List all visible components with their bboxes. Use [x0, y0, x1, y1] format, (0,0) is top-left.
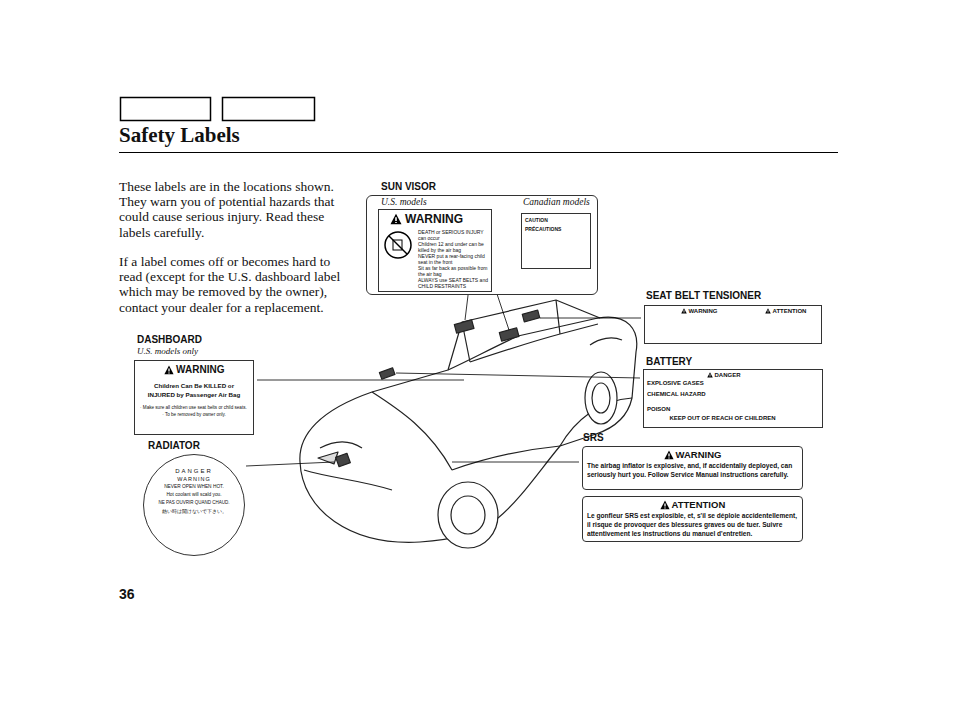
label-text: CAUTION [525, 217, 587, 224]
label-text: SEAT BELT TENSIONER [646, 290, 761, 301]
label-text: 熱い時は開けないで下さい。 [154, 507, 234, 516]
label-text: U.S. models only [137, 346, 198, 356]
label-text: ATTENTION [765, 308, 806, 314]
label-text: DANGER [154, 467, 234, 475]
label-text: WARNING [154, 475, 234, 483]
label-text: Sit as far back as possible from the air… [418, 265, 488, 277]
sun-visor-panel: SUN VISORU.S. modelsCanadian modelsWARNI… [366, 195, 598, 295]
label-text: DEATH or SERIOUS INJURY can occur [418, 229, 488, 241]
label-text: WARNING [164, 363, 225, 376]
body-paragraph: If a label comes off or becomes hard to … [119, 254, 347, 315]
tab-box [223, 98, 315, 121]
label-text: NEVER OPEN WHEN HOT. [154, 483, 234, 491]
label-text: Hot coolant will scald you. [154, 491, 234, 499]
label-text: SUN VISOR [381, 181, 436, 192]
srs-warning-label: SRSWARNINGThe airbag inflator is explosi… [582, 446, 803, 490]
tensioner-label: SEAT BELT TENSIONERWARNINGATTENTION [644, 305, 822, 344]
radiator-cap-label: RADIATORDANGERWARNINGNEVER OPEN WHEN HOT… [143, 454, 245, 556]
label-text: · To be removed by owner only. [140, 411, 248, 418]
label-text: POISON [647, 405, 798, 414]
rule-line [119, 152, 838, 153]
warning-label: WARNING DEATH or SERIOUS INJURY can occur… [378, 209, 492, 292]
page-title: Safety Labels [119, 123, 240, 148]
label-text: ATTENTION [660, 499, 726, 511]
label-text: U.S. models [381, 197, 427, 207]
battery-label: BATTERYDANGEREXPLOSIVE GASESCHEMICAL HAZ… [643, 369, 823, 428]
label-text: Children 12 and under can be killed by t… [418, 241, 488, 253]
tab-box [121, 98, 211, 121]
page-number: 36 [119, 586, 135, 602]
label-text: KEEP OUT OF REACH OF CHILDREN [647, 414, 798, 422]
label-text: PRÉCAUTIONS [525, 226, 587, 233]
label-text: DANGER [707, 371, 798, 379]
label-text: WARNING [664, 449, 722, 461]
label-text: · Make sure all children use seat belts … [140, 404, 248, 411]
label-text: The airbag inflator is explosive, and, i… [587, 461, 798, 479]
body-paragraph: These labels are in the locations shown.… [119, 179, 345, 240]
label-text: WARNING [390, 212, 488, 226]
label-text: ALWAYS use SEAT BELTS and CHILD RESTRAIN… [418, 277, 488, 289]
label-text: SRS [583, 432, 604, 443]
label-text: Le gonfleur SRS est explosible, et, s'il… [587, 511, 798, 538]
label-text: NE PAS OUVRIR QUAND CHAUD. [154, 499, 234, 507]
label-text: Canadian models [523, 197, 590, 207]
label-text: BATTERY [646, 356, 692, 367]
canadian-label: CAUTION PRÉCAUTIONS [521, 213, 591, 269]
label-text: WARNING [681, 308, 718, 314]
label-text: CHEMICAL HAZARD [647, 390, 798, 399]
srs-attention-label: ATTENTIONLe gonfleur SRS est explosible,… [582, 496, 803, 542]
dashboard-label: DASHBOARDU.S. models onlyWARNINGChildren… [134, 360, 254, 435]
label-text: RADIATOR [148, 440, 200, 451]
label-text: DASHBOARD [137, 334, 202, 345]
no-child-seat-icon [383, 230, 413, 260]
label-text: NEVER put a rear-facing child seat in th… [418, 253, 488, 265]
label-text: Children Can Be KILLED or INJURED by Pas… [140, 381, 248, 399]
label-text: EXPLOSIVE GASES [647, 379, 798, 388]
